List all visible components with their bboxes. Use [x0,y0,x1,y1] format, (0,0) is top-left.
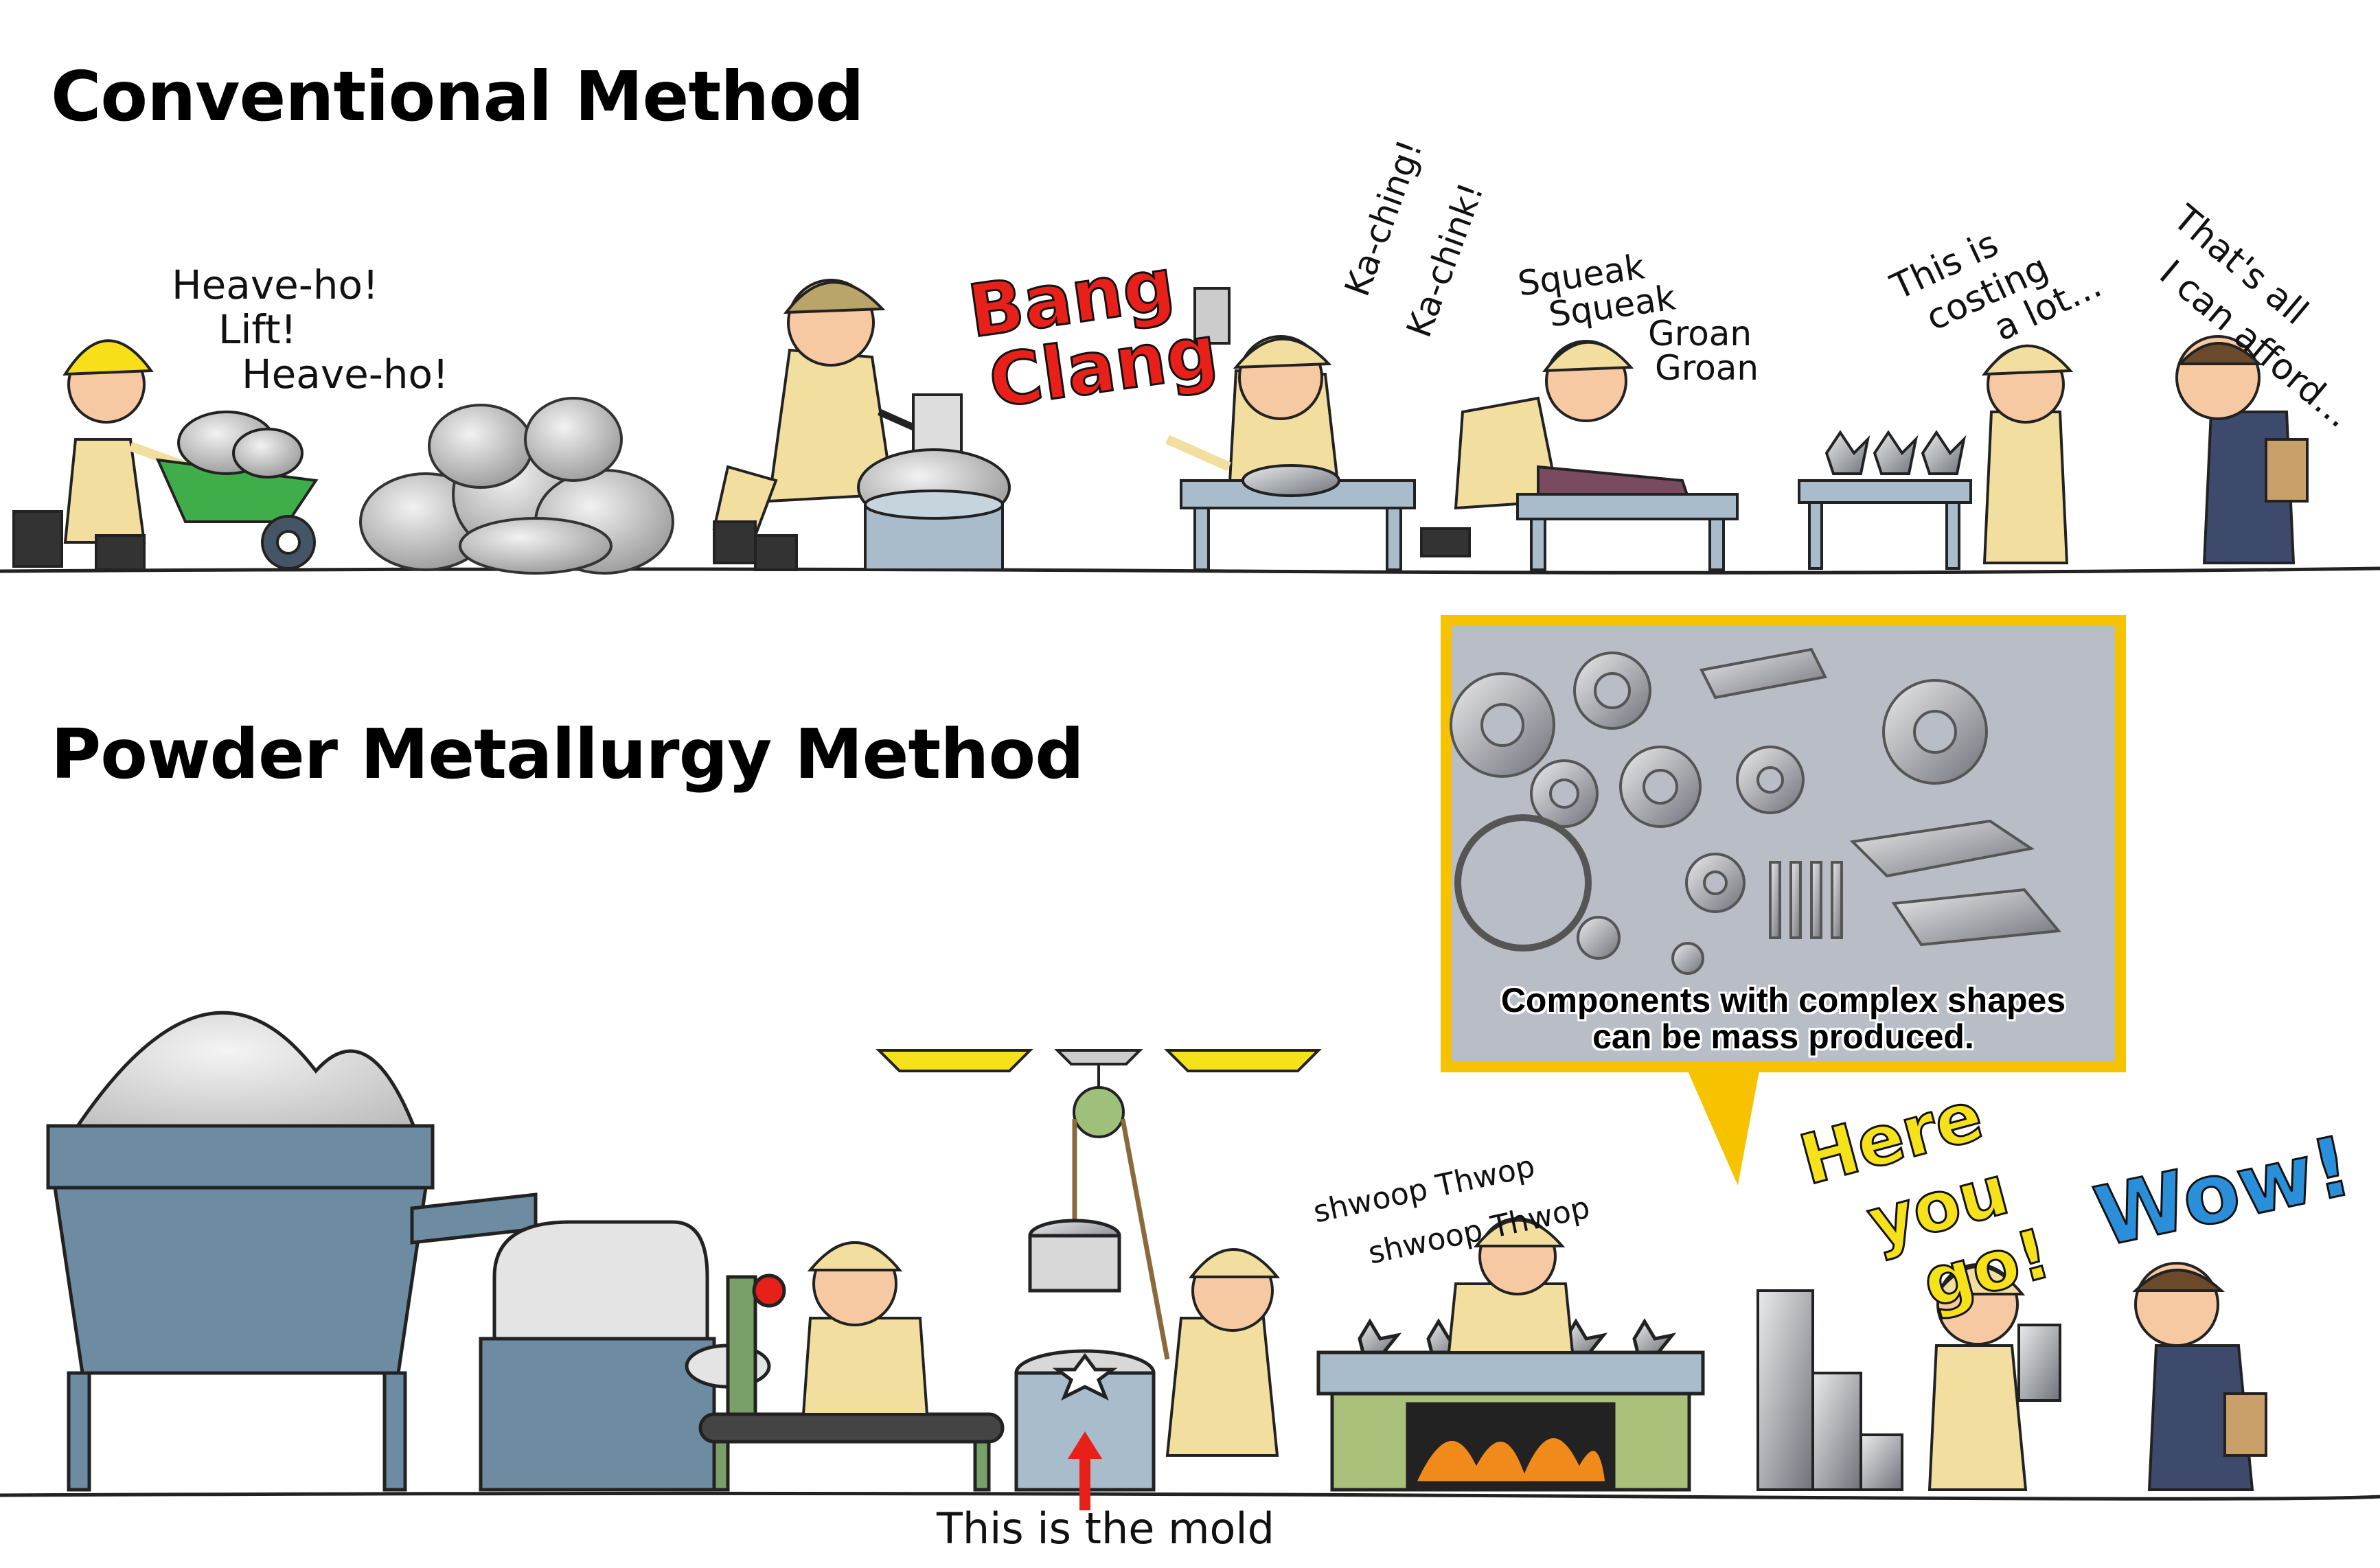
heave-ho-line-3: Heave-ho! [242,351,449,397]
wheelbarrow [155,411,319,570]
parts-stacks [1757,1289,1903,1491]
press-operator [801,1241,929,1416]
chisel-worker [1165,287,1341,496]
sintering-furnace [1316,1318,1705,1492]
presenting-worker [1927,1263,2061,1491]
groan-text-1: Groan [1648,314,1752,354]
hammer-worker [712,279,963,571]
wheelbarrow-worker [12,339,208,571]
photo-caption-line-2: can be mass produced. [1592,1017,1974,1056]
powder-metallurgy-heading: Powder Metallurgy Method [51,714,1084,794]
ground-line-conventional [0,566,2380,575]
mold-arrow [1068,1431,1102,1510]
anvil-stump [857,448,1011,571]
powder-hopper [46,1011,538,1492]
work-table-2 [1516,493,1739,571]
rope-puller-worker [1165,1248,1281,1457]
lift-line: Lift! [218,306,297,353]
rock-pile [359,397,674,575]
photo-caption-line-1: Components with complex shapes [1500,981,2066,1019]
groan-text-2: Groan [1655,348,1759,388]
mold-label: This is the mold [937,1503,1275,1554]
photo-callout-tail [1686,1070,1760,1186]
impressed-manager [2132,1262,2267,1491]
components-photo [1441,615,2126,1072]
heave-ho-line-1: Heave-ho! [172,262,379,308]
conveyor-belt [698,1273,1005,1492]
components-photo-callout: Components with complex shapes can be ma… [1441,615,2126,1072]
mixer-drum [479,1220,771,1492]
ground-line-powder [0,1491,2380,1501]
manager-figure [2175,335,2309,564]
worker-costing [1981,344,2074,564]
tray-worker [1447,1217,1575,1354]
work-table-1 [1180,464,1416,571]
photo-caption: Components with complex shapes can be ma… [1441,982,2126,1054]
finished-parts-table [1798,430,1972,570]
grinding-worker [1420,340,1691,557]
conventional-method-heading: Conventional Method [51,56,865,137]
ceiling-lights [876,1049,1322,1360]
